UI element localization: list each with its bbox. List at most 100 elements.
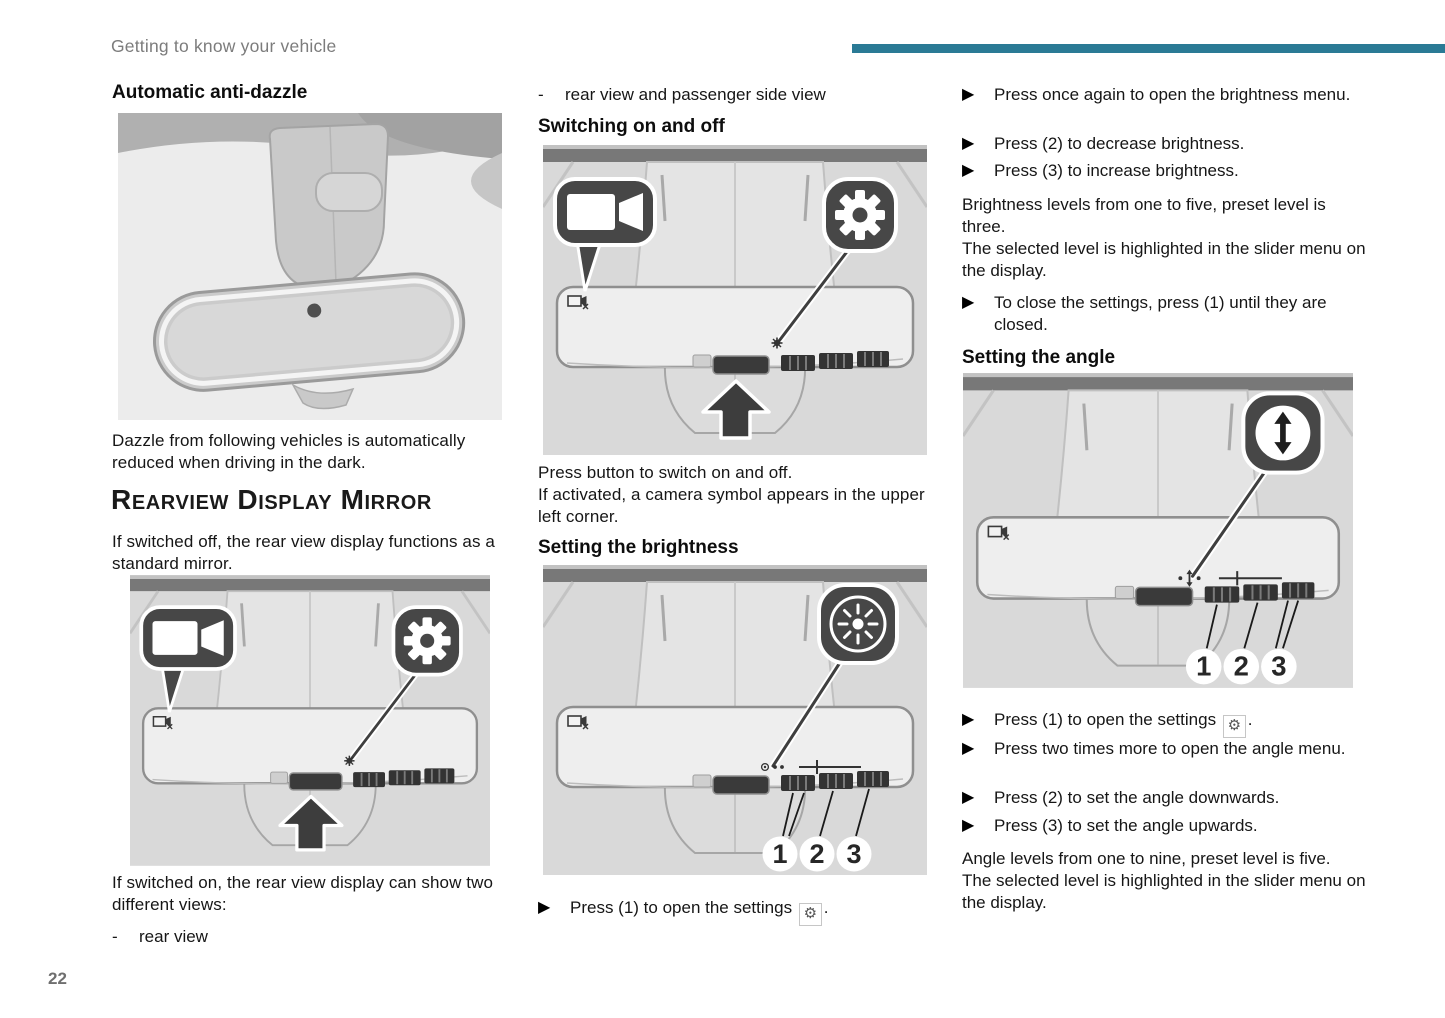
camera-icon: [152, 620, 224, 656]
dash-bullet: -: [112, 927, 118, 946]
step-text: Press once again to open the brightness …: [994, 85, 1351, 104]
page-header-breadcrumb: Getting to know your vehicle: [111, 36, 337, 56]
step-text-suffix: .: [823, 898, 829, 917]
gear-icon: [835, 190, 885, 240]
list-item: - rear view and passenger side view: [538, 84, 940, 106]
button-leader-lines: [782, 788, 870, 837]
arrow-bullet-icon: ▶: [962, 86, 975, 103]
brightness-note: Brightness levels from one to five, pres…: [962, 194, 1366, 282]
note-line: The selected level is highlighted in the…: [962, 239, 1366, 280]
figure-setting-angle: 1 2 3: [963, 373, 1353, 688]
callout-number-3: 3: [846, 839, 861, 869]
step-text: Press two times more to open the angle m…: [994, 739, 1346, 758]
step-text-label: Press (1) to open the settings: [994, 710, 1217, 729]
step-text: Press (1) to open the settings ⚙.: [570, 897, 829, 926]
figure-anti-dazzle-mirror: [118, 113, 502, 420]
step-text: Press (1) to open the settings ⚙.: [994, 709, 1253, 738]
callout-circle-3: [1261, 648, 1297, 685]
note-line: Brightness levels from one to five, pres…: [962, 195, 1326, 236]
caption-line: reduced when driving in the dark.: [112, 453, 366, 472]
figure-switching-on-off: [543, 145, 927, 455]
callout-number-3: 3: [1271, 651, 1286, 682]
step-item: ▶ Press (3) to set the angle upwards.: [962, 815, 1366, 837]
gear-glyph: ⚙: [1227, 717, 1242, 734]
step-text: Press (2) to set the angle downwards.: [994, 788, 1280, 807]
gear-glyph: ⚙: [803, 905, 818, 922]
mirror-gear-indicator: [770, 336, 784, 350]
callout-numbers: 1 2 3: [762, 836, 872, 872]
headliner-right: [358, 113, 502, 159]
figure-setting-brightness: 1 2 3: [543, 565, 927, 875]
step-item: ▶ Press (2) to set the angle downwards.: [962, 787, 1366, 809]
arrow-bullet-icon: ▶: [962, 740, 975, 757]
step-item: ▶ Press two times more to open the angle…: [962, 738, 1366, 760]
header-accent-bar: [852, 44, 1445, 53]
brightness-leader-line: [771, 659, 843, 768]
section-title-angle: Setting the angle: [962, 347, 1116, 368]
mount-control: [315, 172, 383, 212]
step-item: ▶ Press (1) to open the settings ⚙.: [962, 709, 1366, 738]
mirror-gear-indicator: [343, 754, 356, 767]
step-item: ▶ Press (1) to open the settings ⚙.: [538, 897, 940, 926]
dazzle-sensor-dot: [307, 303, 322, 318]
camera-icon: [567, 193, 643, 231]
section-title-brightness: Setting the brightness: [538, 537, 739, 558]
mirror-bottom-shadow: [291, 383, 355, 410]
press-button-arrow-icon: [701, 379, 771, 440]
angle-note: Angle levels from one to nine, preset le…: [962, 848, 1366, 914]
callout-number-1: 1: [1196, 651, 1211, 682]
callout-circle-2: [799, 836, 835, 872]
arrow-bullet-icon: ▶: [962, 789, 975, 806]
step-text: To close the settings, press (1) until t…: [994, 293, 1327, 334]
section-title-switching: Switching on and off: [538, 116, 725, 137]
page-number: 22: [48, 969, 67, 988]
mirror-angle-indicator: [1178, 569, 1282, 587]
angle-leader-line: [1191, 469, 1268, 578]
callout-circle-1: [1185, 648, 1222, 685]
list-item-label: rear view: [139, 927, 208, 946]
callout-circle-2: [1223, 648, 1260, 685]
list-item: - rear view: [112, 926, 514, 948]
step-text: Press (2) to decrease brightness.: [994, 134, 1245, 153]
caption-line: Dazzle from following vehicles is automa…: [112, 431, 466, 450]
step-item: ▶ Press once again to open the brightnes…: [962, 84, 1366, 106]
callout-number-2: 2: [809, 839, 824, 869]
anti-dazzle-caption: Dazzle from following vehicles is automa…: [112, 430, 514, 474]
gear-icon: [403, 617, 451, 665]
note-line: Angle levels from one to nine, preset le…: [962, 849, 1331, 868]
step-item: ▶ Press (2) to decrease brightness.: [962, 133, 1366, 155]
settings-gear-icon: ⚙: [1222, 715, 1246, 738]
arrow-bullet-icon: ▶: [962, 135, 975, 152]
mirror-body: [152, 272, 466, 392]
headliner-curve: [471, 153, 502, 209]
mirror-brightness-indicator: [760, 760, 861, 774]
step-item: ▶ To close the settings, press (1) until…: [962, 292, 1366, 336]
gear-leader-line: [777, 247, 851, 343]
arrow-bullet-icon: ▶: [962, 711, 975, 728]
brightness-icon: [829, 595, 887, 653]
figure-display-mirror-overview: [130, 573, 490, 868]
list-item-label: rear view and passenger side view: [565, 85, 826, 104]
arrow-bullet-icon: ▶: [962, 294, 975, 311]
settings-gear-icon: ⚙: [798, 903, 822, 926]
angle-updown-icon: [1255, 405, 1311, 461]
note-line: The selected level is highlighted in the…: [962, 871, 1366, 912]
arrow-bullet-icon: ▶: [962, 817, 975, 834]
step-item: ▶ Press (3) to increase brightness.: [962, 160, 1366, 182]
callout-circle-3: [836, 836, 872, 872]
paragraph-line: Press button to switch on and off.: [538, 463, 793, 482]
button-leader-lines: [1205, 600, 1300, 649]
switching-paragraph: Press button to switch on and off. If ac…: [538, 462, 940, 528]
views-intro-paragraph: If switched on, the rear view display ca…: [112, 873, 494, 914]
intro-paragraph: If switched off, the rear view display f…: [112, 532, 495, 573]
callout-circle-1: [762, 836, 798, 872]
callout-numbers: 1 2 3: [1185, 648, 1297, 685]
arrow-bullet-icon: ▶: [538, 899, 551, 916]
step-text-suffix: .: [1247, 710, 1253, 729]
callout-number-2: 2: [1234, 651, 1249, 682]
dash-bullet: -: [538, 85, 544, 104]
step-text: Press (3) to increase brightness.: [994, 161, 1239, 180]
press-button-arrow-icon: [278, 794, 344, 852]
arrow-bullet-icon: ▶: [962, 162, 975, 179]
section-title-anti-dazzle: Automatic anti-dazzle: [112, 82, 308, 103]
